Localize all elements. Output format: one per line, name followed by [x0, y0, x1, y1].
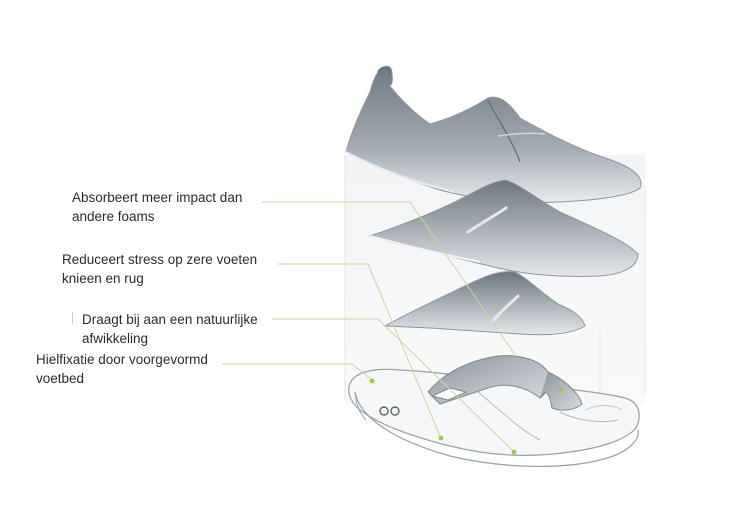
leader-line-1 — [262, 201, 516, 356]
callout-label-3-line-2: afwikkeling — [82, 331, 149, 346]
leader-line-2 — [278, 263, 441, 437]
callout-label-4-line-2: voetbed — [36, 371, 85, 386]
leader-line-4 — [222, 363, 373, 381]
shoe-upper-layer — [345, 65, 642, 203]
leader-lines — [222, 201, 516, 451]
callout-label-3: Draagt bij aan een natuurlijke afwikkeli… — [82, 310, 258, 348]
callout-label-2: Reduceert stress op zere voeten knieen e… — [62, 250, 257, 288]
callout-label-4-line-1: Hielfixatie door voorgevormd — [36, 352, 208, 367]
callout-dot-1 — [558, 387, 564, 393]
callout-label-1-line-2: andere foams — [72, 209, 155, 224]
callout-label-1-line-1: Absorbeert meer impact dan — [72, 190, 243, 205]
callout-dots — [369, 378, 564, 455]
callout-label-2-line-2: knieen en rug — [62, 271, 144, 286]
callout-label-1: Absorbeert meer impact dan andere foams — [72, 188, 242, 226]
foam-layer-2 — [383, 271, 586, 336]
callout-dot-3 — [511, 449, 517, 455]
leader-line-3 — [272, 318, 513, 451]
callout-label-2-line-1: Reduceert stress op zere voeten — [62, 252, 258, 267]
callout-dot-4 — [369, 378, 375, 384]
callout-label-4: Hielfixatie door voorgevormd voetbed — [36, 350, 208, 388]
callout-label-3-line-1: Draagt bij aan een natuurlijke — [82, 312, 258, 327]
callout-3-marker — [72, 312, 73, 324]
callout-dot-2 — [438, 435, 444, 441]
foam-layer-1 — [368, 179, 639, 278]
